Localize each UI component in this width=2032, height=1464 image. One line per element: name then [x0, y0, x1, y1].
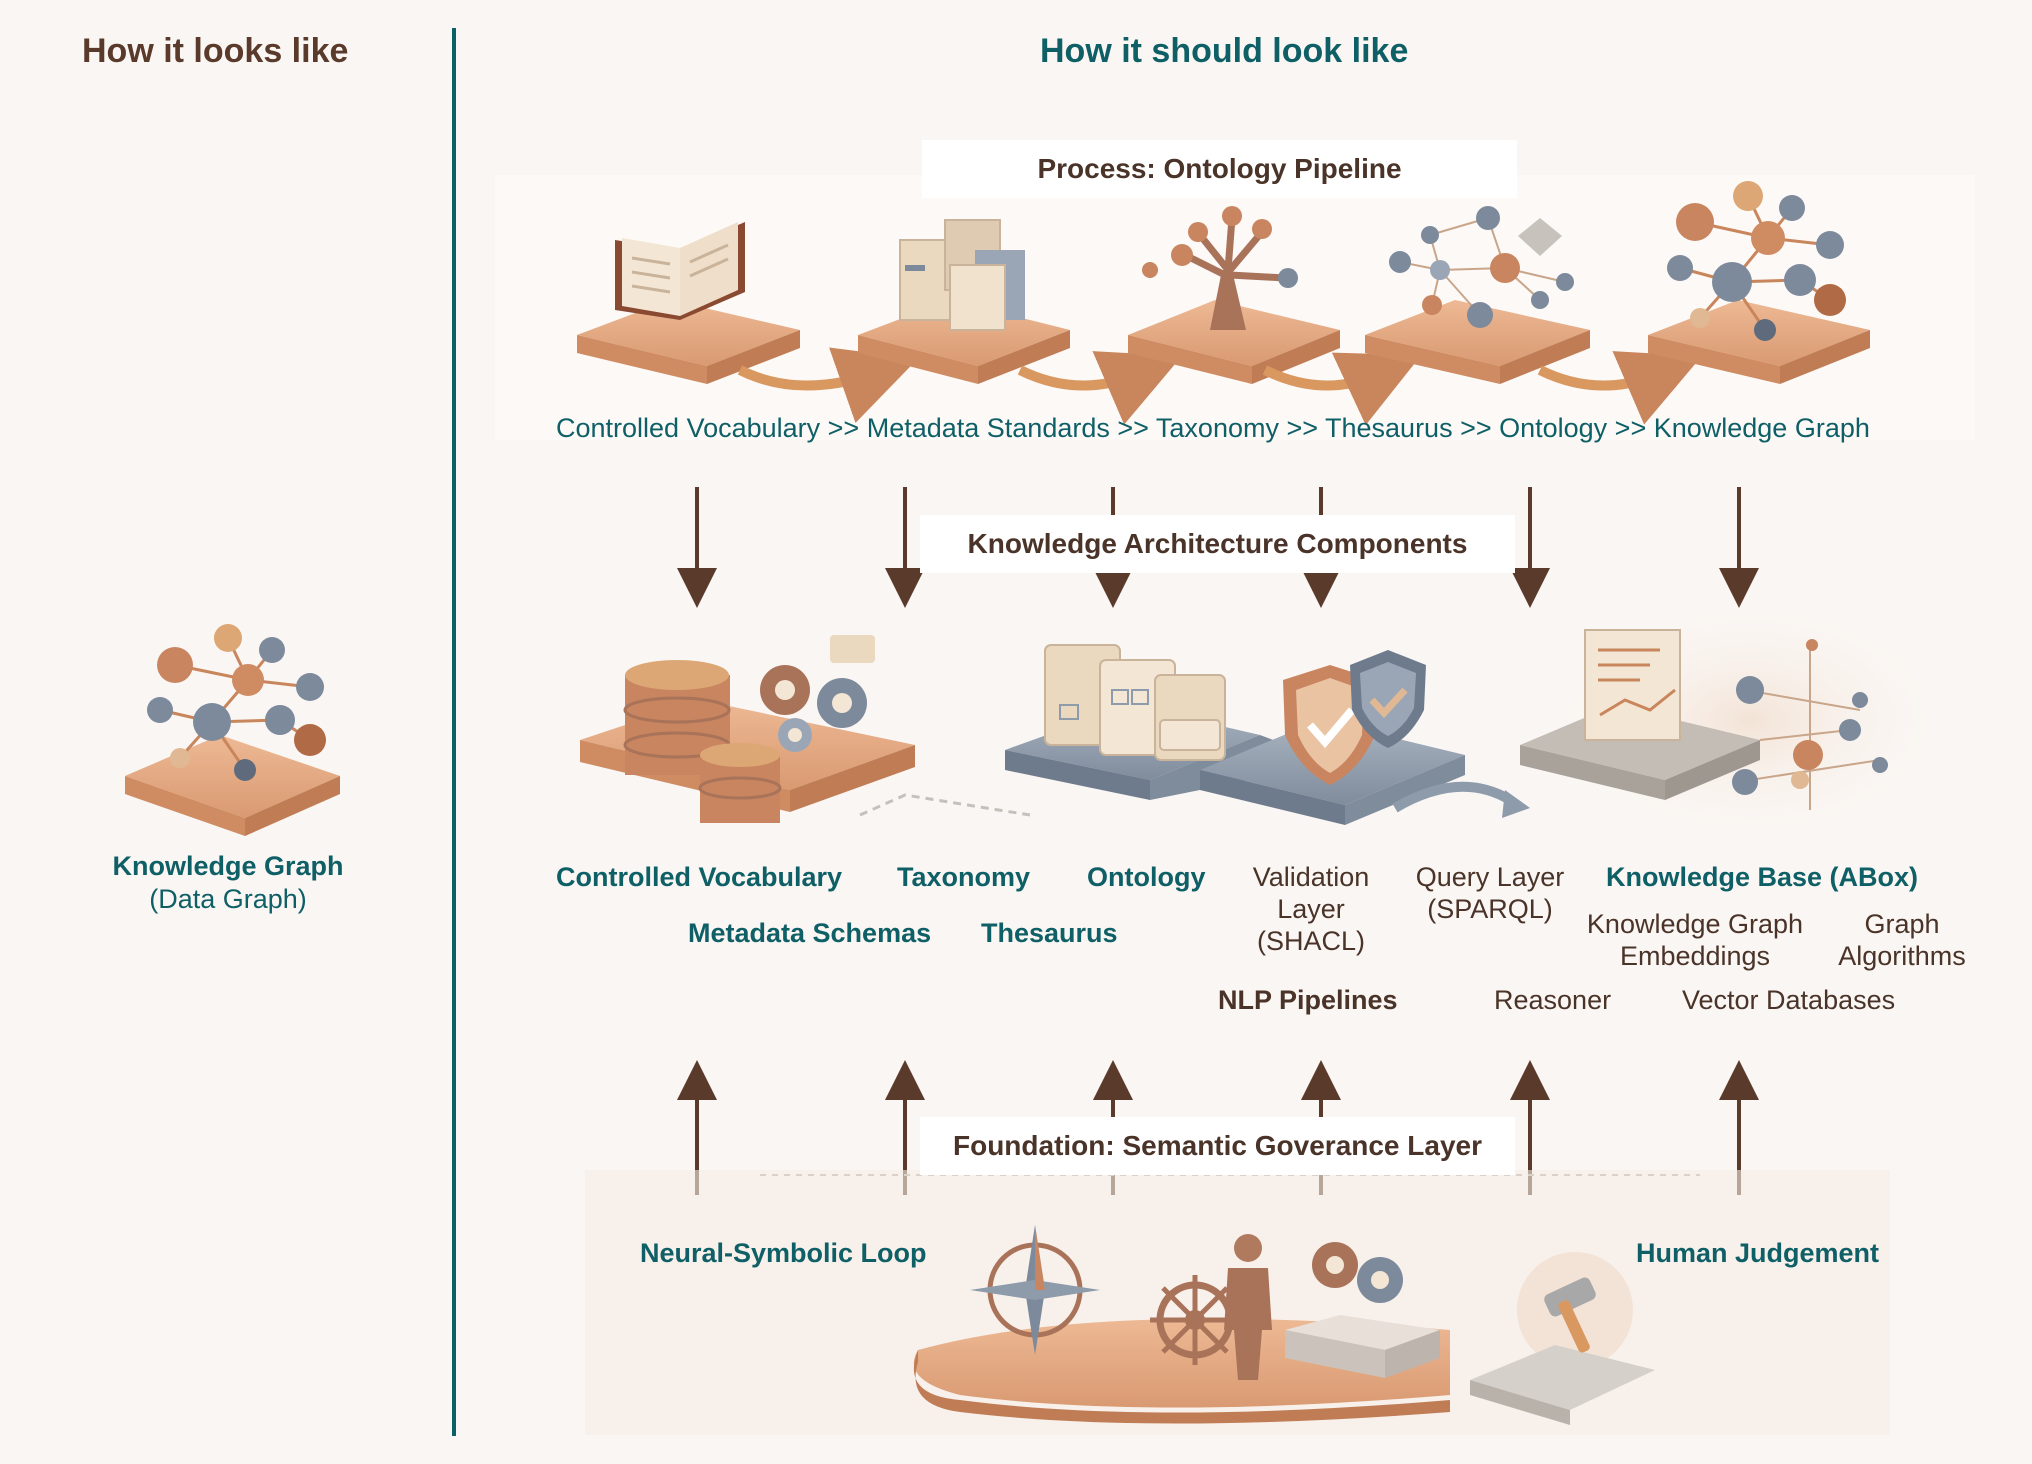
graph-icon — [1667, 181, 1846, 341]
label-reasoner: Reasoner — [1494, 985, 1612, 1015]
pipeline-platforms — [577, 181, 1870, 426]
label-neural-symbolic-loop: Neural-Symbolic Loop — [640, 1238, 927, 1268]
person-icon — [1224, 1234, 1272, 1380]
cards-icon — [1044, 644, 1226, 761]
book-icon — [615, 222, 745, 320]
database-icon — [623, 660, 782, 823]
label-controlled-vocabulary: Controlled Vocabulary — [556, 862, 843, 892]
label-human-judgement: Human Judgement — [1636, 1238, 1880, 1268]
network-icon — [1389, 206, 1574, 328]
components-illustration — [580, 629, 1888, 825]
shield-check-icon — [1283, 650, 1426, 785]
label-kg-embeddings: Knowledge Graph Embeddings — [1586, 909, 1804, 971]
column-divider — [452, 28, 456, 1436]
gears-icon — [760, 635, 875, 752]
documents-icon — [899, 219, 1025, 331]
left-graph-icon — [125, 624, 340, 836]
foundation-title: Foundation: Semantic Goverance Layer — [920, 1117, 1515, 1175]
left-kg-title: Knowledge Graph — [112, 851, 344, 881]
compass-icon — [970, 1225, 1100, 1355]
label-graph-algorithms: Graph Algorithms — [1838, 909, 1966, 971]
label-taxonomy: Taxonomy — [897, 862, 1031, 892]
label-validation-layer: Validation Layer (SHACL) — [1252, 862, 1370, 956]
right-heading: How it should look like — [1040, 32, 1409, 70]
tree-icon — [1142, 206, 1298, 330]
label-vector-databases: Vector Databases — [1682, 985, 1896, 1015]
pipeline-text: Controlled Vocabulary >> Metadata Standa… — [556, 413, 1870, 443]
label-knowledge-base: Knowledge Base (ABox) — [1606, 862, 1919, 892]
label-ontology: Ontology — [1087, 862, 1206, 892]
hammer-icon — [1544, 1277, 1596, 1353]
foundation-illustration — [913, 1225, 1655, 1425]
left-heading: How it looks like — [82, 32, 349, 70]
left-kg-subtitle: (Data Graph) — [149, 884, 307, 914]
document-chart-icon — [1584, 629, 1681, 741]
label-metadata-schemas: Metadata Schemas — [688, 918, 932, 948]
label-thesaurus: Thesaurus — [981, 918, 1118, 948]
label-nlp-pipelines: NLP Pipelines — [1218, 985, 1398, 1015]
process-title: Process: Ontology Pipeline — [922, 140, 1517, 198]
components-title: Knowledge Architecture Components — [920, 515, 1515, 573]
label-query-layer: Query Layer (SPARQL) — [1415, 862, 1565, 924]
